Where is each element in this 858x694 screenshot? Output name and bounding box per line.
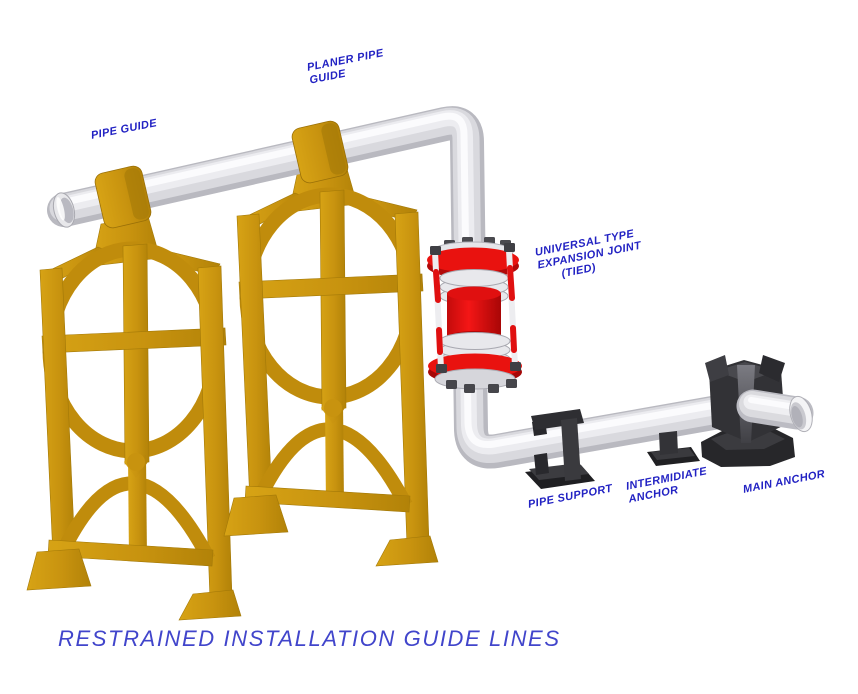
tie-rods xyxy=(430,243,521,373)
expansion-joint xyxy=(427,237,522,393)
pipe-guide-stand xyxy=(27,216,241,620)
pipe-support-clamp xyxy=(525,409,595,489)
intermediate-anchor-block xyxy=(647,431,700,466)
diagram-title: RESTRAINED INSTALLATION GUIDE LINES xyxy=(58,626,561,651)
planer-pipe-guide-clamp xyxy=(291,120,349,184)
pipe-open-end-right xyxy=(789,395,813,433)
pipe-guide-clamp xyxy=(94,165,152,229)
bottom-flange-bolts xyxy=(446,379,517,393)
pipe-open-end-left xyxy=(52,192,76,228)
planer-pipe-guide-stand xyxy=(224,162,438,566)
